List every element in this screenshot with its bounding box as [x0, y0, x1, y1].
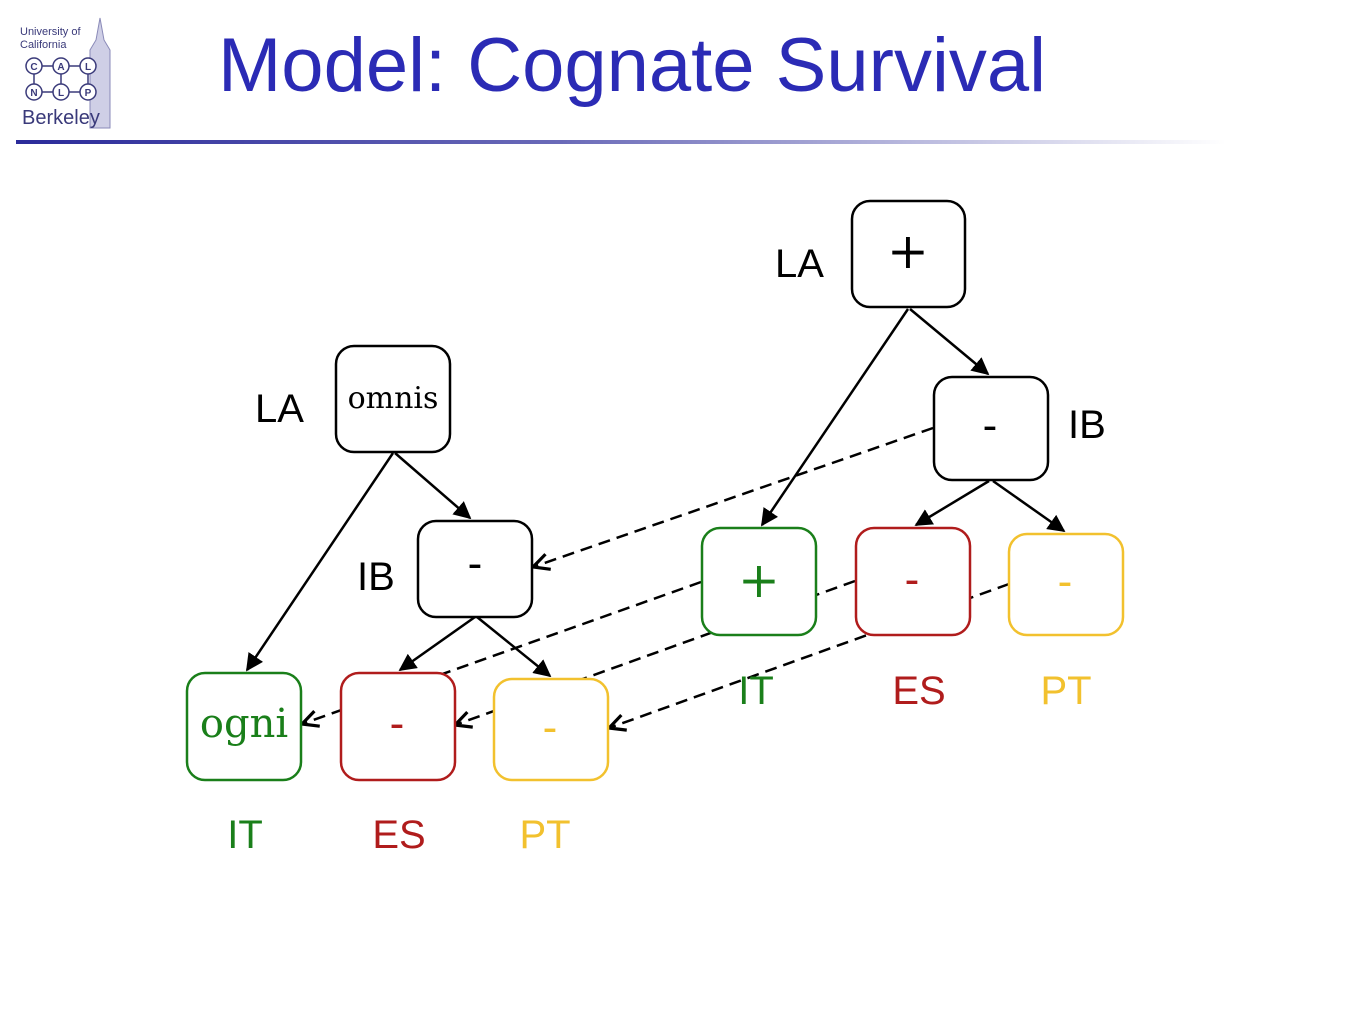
logo-letter-n: N: [30, 88, 37, 99]
edge-right-ib-to-es: [914, 479, 990, 527]
right-it-node: [700, 526, 818, 637]
dashed-es-to-es: [455, 579, 856, 725]
right-root-value: +: [887, 222, 929, 280]
logo-letter-a: A: [57, 62, 64, 73]
logo-line2: California: [20, 39, 67, 51]
edge-left-root-to-ib: [394, 452, 472, 520]
edge-left-ib-to-pt: [476, 616, 552, 678]
dashed-ib-to-ib: [533, 426, 934, 567]
left-es-label: ES: [372, 813, 425, 857]
edge-left-root-to-it: [245, 452, 395, 672]
left-it-label: IT: [227, 813, 263, 857]
dashed-pt-to-pt: [609, 582, 1010, 728]
right-pt-label: PT: [1040, 669, 1091, 713]
right-pt-value: -: [1058, 557, 1073, 606]
logo-berkeley: Berkeley: [22, 107, 100, 129]
berkeley-logo: University of California C A L N L P Ber…: [20, 17, 111, 129]
logo-letter-l2: L: [58, 88, 64, 99]
right-ib-value: -: [983, 401, 998, 450]
edge-right-root-to-ib: [909, 308, 990, 376]
right-root-node: [850, 199, 967, 309]
edge-left-ib-to-es: [398, 615, 476, 672]
right-es-node: [854, 526, 972, 637]
right-es-label: ES: [892, 669, 945, 713]
right-it-value: +: [738, 551, 780, 609]
left-es-node: [339, 671, 457, 782]
logo-letter-p: P: [85, 88, 92, 99]
right-pt-node: [1007, 532, 1125, 637]
logo-letter-c: C: [30, 62, 37, 73]
edge-right-ib-to-pt: [992, 479, 1066, 533]
left-es-value: -: [390, 699, 405, 748]
left-pt-node: [492, 677, 610, 782]
left-root-node: [334, 344, 452, 454]
left-ib-label: IB: [357, 555, 395, 599]
left-it-value: ogni: [200, 701, 288, 747]
logo-line1: University of: [20, 26, 81, 38]
right-es-value: -: [905, 555, 920, 604]
left-pt-label: PT: [519, 813, 570, 857]
right-ib-label: IB: [1068, 403, 1106, 447]
right-root-label: LA: [775, 242, 824, 286]
title-underline: [16, 140, 1226, 144]
right-ib-node: [932, 375, 1050, 482]
left-ib-node: [416, 519, 534, 619]
left-root-value: omnis: [348, 381, 439, 416]
left-root-label: LA: [255, 387, 304, 431]
edge-right-root-to-it: [760, 308, 910, 527]
left-ib-value: -: [468, 539, 483, 588]
left-pt-value: -: [543, 703, 558, 752]
logo-letter-l: L: [85, 62, 91, 73]
page-title: Model: Cognate Survival: [218, 23, 1046, 108]
left-it-node: [185, 671, 303, 782]
right-it-label: IT: [738, 669, 774, 713]
